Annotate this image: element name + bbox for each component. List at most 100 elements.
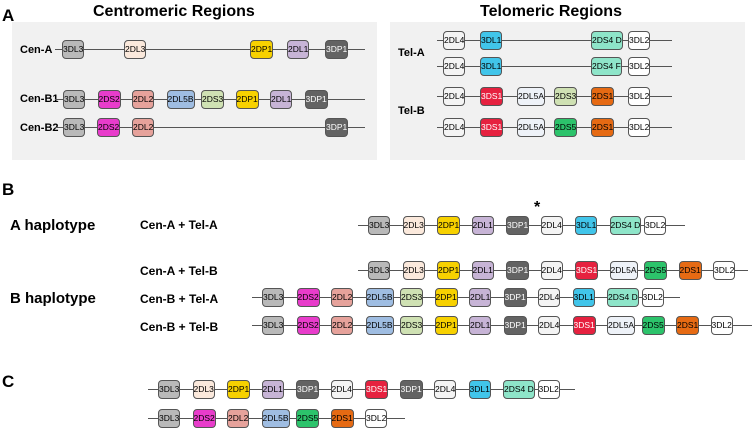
gene-box-2ds3: 2DS3 bbox=[400, 316, 424, 335]
telomeric-title: Telomeric Regions bbox=[480, 3, 622, 20]
b-haplotype-label: B haplotype bbox=[10, 290, 96, 307]
gene-box-2dl3: 2DL3 bbox=[192, 380, 215, 399]
gene-box-2dl4: 2DL4 bbox=[443, 31, 466, 50]
gene-box-3dl2: 3DL2 bbox=[365, 409, 388, 428]
tel-a1-row-line bbox=[437, 40, 672, 41]
gene-box-2ds2: 2DS2 bbox=[192, 409, 216, 428]
gene-box-3ds1: 3DS1 bbox=[572, 316, 596, 335]
gene-box-2ds4-f: 2DS4 F bbox=[591, 57, 622, 76]
row-label-cen-b2: Cen-B2 bbox=[20, 122, 59, 134]
gene-box-2dl1: 2DL1 bbox=[270, 90, 293, 109]
gene-box-2dl2: 2DL2 bbox=[331, 316, 354, 335]
gene-box-2dp1: 2DP1 bbox=[250, 40, 274, 59]
gene-box-3dl2: 3DL2 bbox=[628, 57, 651, 76]
gene-box-3dl2: 3DL2 bbox=[644, 216, 667, 235]
gene-box-2dl3: 2DL3 bbox=[402, 261, 425, 280]
gene-box-2dp1: 2DP1 bbox=[227, 380, 251, 399]
tel-a2-row-line bbox=[437, 66, 672, 67]
gene-box-3dl2: 3DL2 bbox=[628, 87, 651, 106]
gene-box-3dp1: 3DP1 bbox=[399, 380, 423, 399]
gene-box-2ds5: 2DS5 bbox=[641, 316, 665, 335]
gene-box-2dp1: 2DP1 bbox=[434, 316, 458, 335]
gene-box-3dl1: 3DL1 bbox=[575, 216, 598, 235]
gene-box-2ds1: 2DS1 bbox=[330, 409, 354, 428]
gene-box-2ds5: 2DS5 bbox=[644, 261, 668, 280]
row-label-tel-b: Tel-B bbox=[398, 105, 425, 117]
gene-box-3dl3: 3DL3 bbox=[62, 40, 85, 59]
gene-box-2ds5: 2DS5 bbox=[296, 409, 320, 428]
row-label-cen-a-tel-a: Cen-A + Tel-A bbox=[140, 218, 218, 232]
cen-b-tel-b-row-line bbox=[252, 325, 752, 326]
gene-box-2dp1: 2DP1 bbox=[437, 261, 461, 280]
gene-box-3dl1: 3DL1 bbox=[572, 288, 595, 307]
panel-c-label: C bbox=[2, 372, 15, 391]
gene-box-3dl3: 3DL3 bbox=[158, 409, 181, 428]
gene-box-3dp1: 3DP1 bbox=[325, 118, 349, 137]
gene-box-2dl5b: 2DL5B bbox=[166, 90, 195, 109]
gene-box-3dl2: 3DL2 bbox=[641, 288, 664, 307]
cen-b2-row-line bbox=[55, 127, 365, 128]
gene-box-2dl1: 2DL1 bbox=[261, 380, 284, 399]
gene-box-3ds1: 3DS1 bbox=[365, 380, 389, 399]
gene-box-2ds2: 2DS2 bbox=[97, 90, 121, 109]
gene-box-2dl2: 2DL2 bbox=[132, 90, 155, 109]
gene-box-3dl3: 3DL3 bbox=[262, 288, 285, 307]
gene-box-3dl2: 3DL2 bbox=[537, 380, 560, 399]
gene-box-3dp1: 3DP1 bbox=[325, 40, 349, 59]
gene-box-2ds1: 2DS1 bbox=[591, 118, 615, 137]
a-haplotype-label: A haplotype bbox=[10, 217, 96, 234]
gene-box-2ds2: 2DS2 bbox=[97, 118, 121, 137]
gene-box-2dl2: 2DL2 bbox=[227, 409, 250, 428]
panel-b-label: B bbox=[2, 180, 15, 199]
gene-box-2dl5b: 2DL5B bbox=[261, 409, 290, 428]
gene-box-2dl4: 2DL4 bbox=[443, 57, 466, 76]
gene-box-3dp1: 3DP1 bbox=[503, 288, 527, 307]
gene-box-3dl2: 3DL2 bbox=[628, 118, 651, 137]
gene-box-3dp1: 3DP1 bbox=[506, 216, 530, 235]
gene-box-2dl5b: 2DL5B bbox=[365, 288, 394, 307]
gene-box-2ds4-d: 2DS4 D bbox=[591, 31, 623, 50]
gene-box-2ds2: 2DS2 bbox=[296, 288, 320, 307]
gene-box-2dl5a: 2DL5A bbox=[607, 316, 635, 335]
gene-box-3dp1: 3DP1 bbox=[296, 380, 320, 399]
gene-box-2dl5b: 2DL5B bbox=[365, 316, 394, 335]
gene-box-2dl1: 2DL1 bbox=[471, 216, 494, 235]
gene-box-2dl1: 2DL1 bbox=[469, 288, 492, 307]
gene-box-3dl2: 3DL2 bbox=[713, 261, 736, 280]
gene-box-2dl4: 2DL4 bbox=[538, 316, 561, 335]
gene-box-3ds1: 3DS1 bbox=[480, 118, 504, 137]
gene-box-3dp1: 3DP1 bbox=[503, 316, 527, 335]
gene-box-2ds1: 2DS1 bbox=[676, 316, 700, 335]
row-label-tel-a: Tel-A bbox=[398, 47, 425, 59]
gene-box-3dl3: 3DL3 bbox=[63, 90, 86, 109]
gene-box-3dl1: 3DL1 bbox=[480, 31, 503, 50]
row-label-cen-b1: Cen-B1 bbox=[20, 93, 59, 105]
gene-box-3dl3: 3DL3 bbox=[368, 261, 391, 280]
gene-box-2dp1: 2DP1 bbox=[437, 216, 461, 235]
gene-box-2ds3: 2DS3 bbox=[400, 288, 424, 307]
gene-box-2dl3: 2DL3 bbox=[402, 216, 425, 235]
marker-star: * bbox=[534, 199, 541, 216]
panel-c-row-1-line bbox=[148, 389, 575, 390]
gene-box-3dp1: 3DP1 bbox=[506, 261, 530, 280]
gene-box-2dl2: 2DL2 bbox=[331, 288, 354, 307]
gene-box-2ds2: 2DS2 bbox=[296, 316, 320, 335]
gene-box-2ds5: 2DS5 bbox=[554, 118, 578, 137]
cen-b-tel-a-row-line bbox=[252, 297, 680, 298]
gene-box-2ds3: 2DS3 bbox=[554, 87, 578, 106]
gene-box-2ds4-d: 2DS4 D bbox=[503, 380, 535, 399]
gene-box-2dl1: 2DL1 bbox=[287, 40, 310, 59]
gene-box-2dl5a: 2DL5A bbox=[609, 261, 638, 280]
gene-box-3dl1: 3DL1 bbox=[480, 57, 503, 76]
gene-box-3dl2: 3DL2 bbox=[710, 316, 733, 335]
row-label-cen-a-tel-b: Cen-A + Tel-B bbox=[140, 264, 218, 278]
row-label-cen-b-tel-b: Cen-B + Tel-B bbox=[140, 320, 219, 334]
cen-a-row-line bbox=[55, 49, 365, 50]
gene-box-2dl3: 2DL3 bbox=[124, 40, 147, 59]
gene-box-2dl4: 2DL4 bbox=[540, 216, 563, 235]
gene-box-3ds1: 3DS1 bbox=[480, 87, 504, 106]
gene-box-3dl1: 3DL1 bbox=[468, 380, 491, 399]
gene-box-2ds1: 2DS1 bbox=[591, 87, 615, 106]
gene-box-3dl3: 3DL3 bbox=[368, 216, 391, 235]
